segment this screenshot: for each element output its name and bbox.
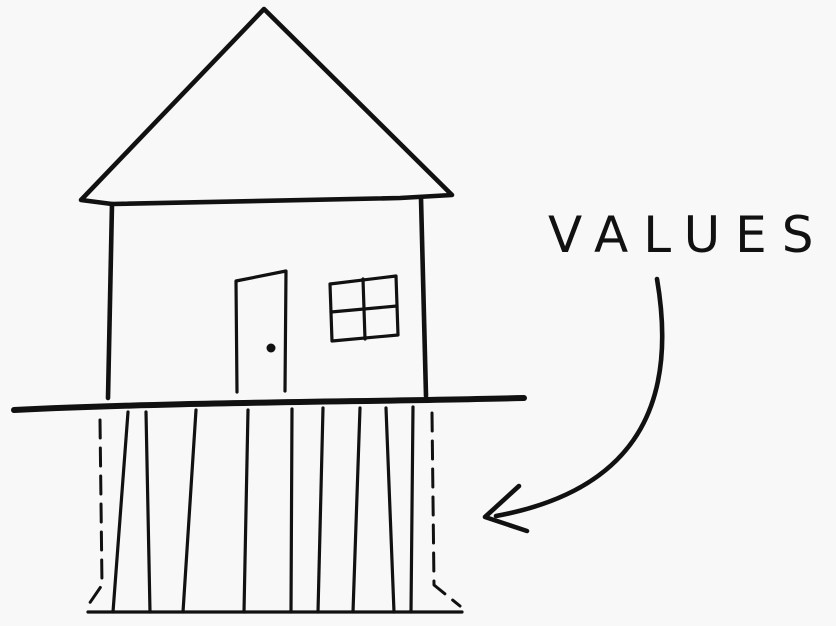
foundation-icon [88,407,462,612]
left-wall [108,204,112,398]
door-icon [236,271,286,392]
window-icon [330,276,398,341]
roof [81,9,452,204]
right-wall [421,198,426,396]
ground-line [14,398,524,410]
curved-arrow-icon [485,279,662,531]
house-icon [81,9,452,398]
door-knob [267,344,276,353]
values-label: VALUES [548,206,829,264]
